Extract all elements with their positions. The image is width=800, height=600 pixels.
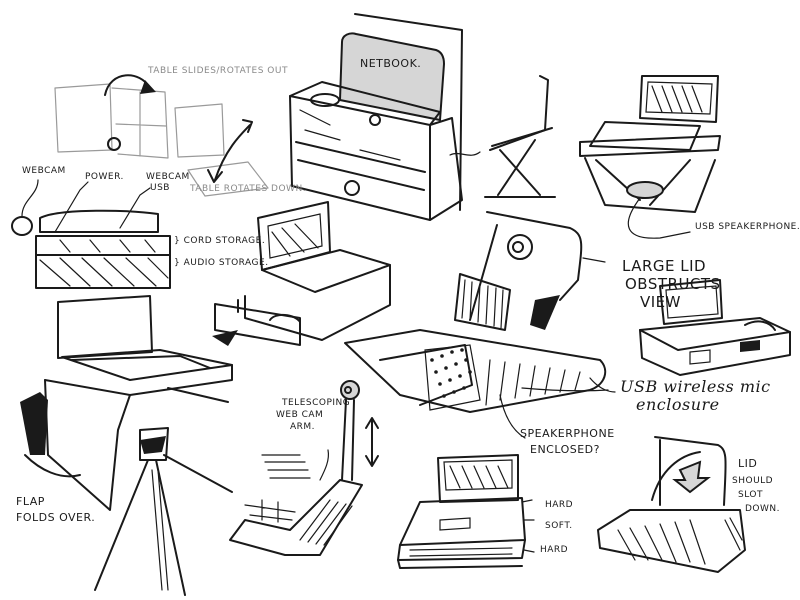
sketch-layered-case — [397, 454, 535, 569]
annotation-usb-wireless-1: USB wireless mic — [620, 377, 771, 396]
sketch-tripod-desk — [20, 295, 233, 596]
annotation-large-lid-3: view — [640, 293, 681, 311]
sketch-x-stand-side — [484, 75, 556, 198]
sketch-x-stand-speakerphone — [579, 75, 721, 239]
sketch-netbook-box — [289, 13, 463, 221]
annotation-lid-3: slot — [738, 490, 763, 500]
annotation-lid-1: Lid — [738, 457, 758, 470]
annotation-flap-1: Flap — [16, 495, 45, 508]
annotation-speakerphone-1: Speakerphone — [520, 427, 615, 440]
annotation-lid-4: down. — [745, 504, 781, 514]
annotation-webcam-usb-2: USB — [150, 183, 170, 193]
annotation-table-slides: Table slides/rotates out — [148, 66, 288, 76]
annotation-table-rotates: Table rotates down. — [190, 184, 307, 194]
sketch-lid-slot-enclosure — [597, 436, 746, 573]
annotation-flap-2: folds over. — [16, 511, 96, 524]
annotation-hard-top: Hard — [545, 500, 574, 510]
annotation-power: Power. — [85, 172, 124, 182]
annotation-telescoping-3: arm. — [290, 422, 316, 432]
annotation-speakerphone-2: enclosed? — [530, 443, 600, 456]
annotation-cord-storage: } Cord storage. — [174, 236, 266, 246]
annotation-hard-bottom: Hard — [540, 545, 569, 555]
annotation-soft: Soft. — [545, 521, 573, 531]
sketch-table-rotate-box — [174, 103, 269, 197]
sketch-laptop-drawer-base — [212, 201, 391, 346]
annotation-large-lid-2: obstructs — [625, 275, 721, 293]
leader-lines — [449, 151, 609, 392]
sketch-cord-audio-storage — [11, 179, 171, 289]
annotation-usb-speakerphone: USB Speakerphone. — [695, 222, 800, 232]
annotation-audio-storage: } Audio storage. — [174, 258, 269, 268]
annotation-telescoping-2: web cam — [276, 410, 324, 420]
annotation-lid-2: should — [732, 476, 774, 486]
annotation-webcam-usb-1: Webcam — [146, 172, 190, 182]
sketch-large-lid-enclosure — [344, 211, 616, 439]
annotation-large-lid-1: Large lid — [622, 257, 707, 275]
annotation-netbook: Netbook. — [360, 57, 422, 70]
annotation-usb-wireless-2: enclosure — [636, 395, 720, 414]
sketch-small-enclosure — [639, 279, 791, 376]
annotation-webcam: Webcam — [22, 166, 66, 176]
sketch-telescoping-webcam — [229, 380, 379, 556]
annotation-telescoping-1: Telescoping — [282, 398, 351, 408]
sketch-table-slide-box — [54, 74, 169, 159]
